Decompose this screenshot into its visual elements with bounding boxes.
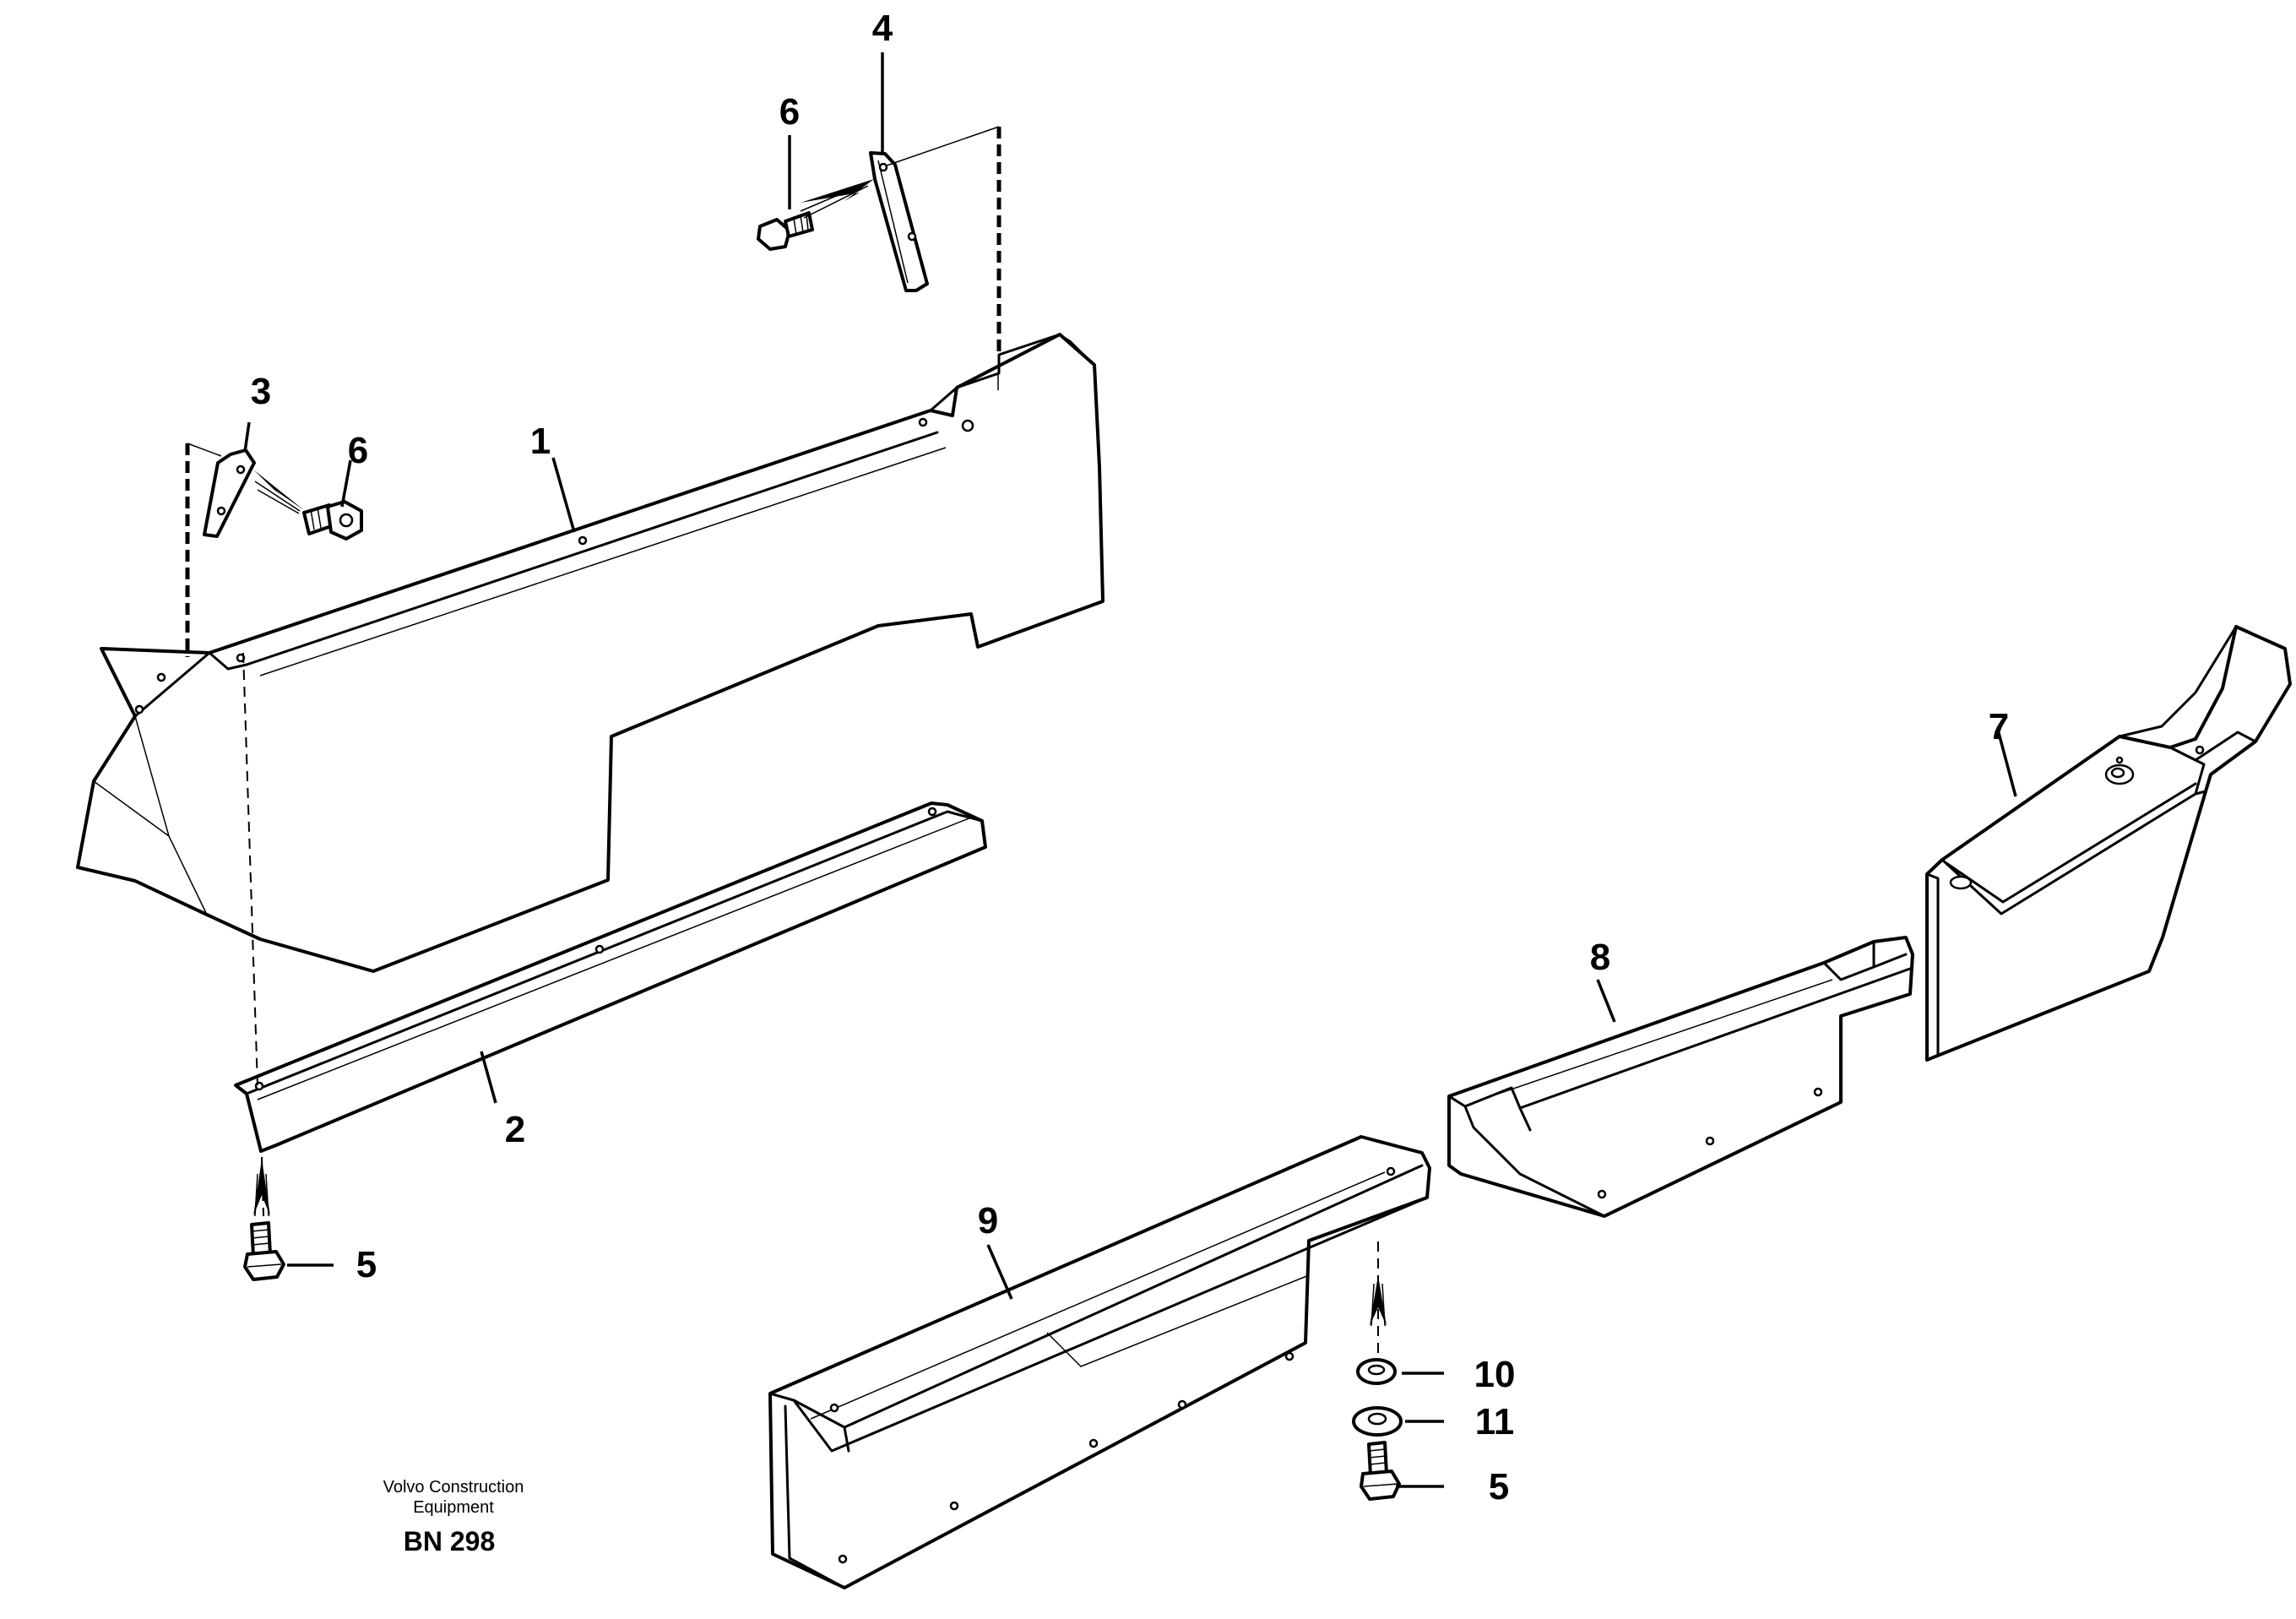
part-7-end-cover xyxy=(1925,625,2292,1062)
callout-5-left: 5 xyxy=(356,1244,377,1285)
callout-10: 10 xyxy=(1474,1354,1516,1395)
callout-6-top: 6 xyxy=(779,91,800,133)
callout-4: 4 xyxy=(872,8,893,49)
footer: Volvo Construction Equipment BN 298 xyxy=(383,1478,524,1557)
callout-1: 1 xyxy=(530,421,551,462)
part-8-channel-cover xyxy=(1447,936,1914,1218)
callouts: 1 2 3 4 5 5 6 6 7 8 9 10 11 xyxy=(251,8,2009,1508)
callout-2: 2 xyxy=(505,1109,525,1150)
callout-8: 8 xyxy=(1590,937,1610,978)
part-6-bolt-top xyxy=(757,211,814,251)
part-3-bracket xyxy=(203,448,256,538)
company-name-line1: Volvo Construction xyxy=(383,1478,524,1497)
callout-5-right: 5 xyxy=(1489,1466,1509,1508)
callout-3: 3 xyxy=(251,371,271,412)
arrows xyxy=(253,179,1387,1327)
part-5-bolt-left xyxy=(243,1221,285,1281)
assembly-lines xyxy=(185,126,1379,1353)
callout-6-left: 6 xyxy=(348,430,368,471)
part-5-bolt-right xyxy=(1360,1441,1401,1501)
callout-7: 7 xyxy=(1989,706,2009,747)
part-9-front-cover xyxy=(768,1135,1431,1589)
part-11-washer xyxy=(1352,1406,1403,1437)
leader-lines xyxy=(243,52,2017,1488)
drawing-reference: BN 298 xyxy=(404,1526,496,1557)
callout-9: 9 xyxy=(978,1200,998,1241)
part-10-washer xyxy=(1356,1358,1397,1385)
callout-11: 11 xyxy=(1475,1401,1515,1442)
part-6-bolt-left xyxy=(302,500,363,541)
part-2-lower-rail xyxy=(234,801,987,1153)
part-1-main-cover xyxy=(76,333,1105,973)
part-4-strap xyxy=(869,151,929,292)
company-name-line2: Equipment xyxy=(413,1498,494,1517)
